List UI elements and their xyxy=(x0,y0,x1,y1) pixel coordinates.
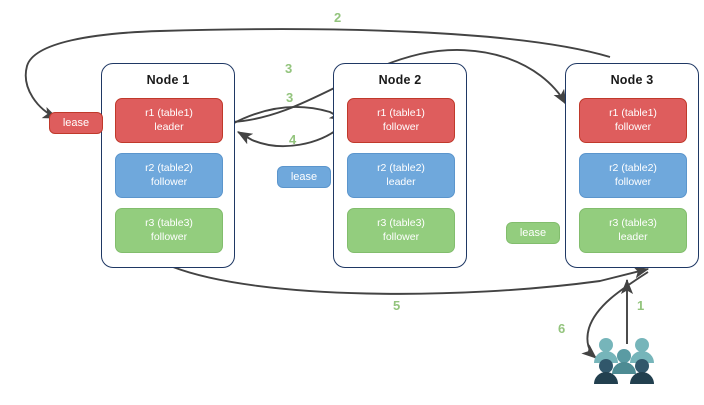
step-label-5: 5 xyxy=(393,298,401,313)
step-label-4: 4 xyxy=(289,132,297,147)
lease-badge-r3[interactable]: lease xyxy=(506,222,560,244)
node-3-replica-r3-name: r3 (table3) xyxy=(609,217,657,229)
node-1-replica-r3[interactable]: r3 (table3) follower xyxy=(115,208,223,253)
step-label-1: 1 xyxy=(637,298,645,313)
node-3-replica-r2-name: r2 (table2) xyxy=(609,162,657,174)
edge-3-replicate-node2 xyxy=(231,105,345,125)
step-label-3-upper: 3 xyxy=(285,61,293,76)
node-3-replica-r1[interactable]: r1 (table1) follower xyxy=(579,98,687,143)
node-1-replica-r1[interactable]: r1 (table1) leader xyxy=(115,98,223,143)
step-label-3-lower: 3 xyxy=(286,90,294,105)
lease-badge-r2[interactable]: lease xyxy=(277,166,331,188)
node-1-replica-r3-role: follower xyxy=(150,230,188,243)
node-1-replica-r1-name: r1 (table1) xyxy=(145,107,193,119)
node-1-replica-r3-name: r3 (table3) xyxy=(145,217,193,229)
node-3-replica-r3[interactable]: r3 (table3) leader xyxy=(579,208,687,253)
node-3-replica-r3-role: leader xyxy=(618,230,648,243)
node-1-replica-r1-role: leader xyxy=(154,120,184,133)
step-label-2: 2 xyxy=(334,10,342,25)
node-3-replica-r1-role: follower xyxy=(614,120,652,133)
node-1-replica-r2-name: r2 (table2) xyxy=(145,162,193,174)
node-2-replica-r2-name: r2 (table2) xyxy=(377,162,425,174)
node-2-title: Node 2 xyxy=(378,73,422,87)
node-2-replica-r1-name: r1 (table1) xyxy=(377,107,425,119)
node-3-title: Node 3 xyxy=(610,73,654,87)
node-2-replica-r2-role: leader xyxy=(386,175,416,188)
node-1[interactable]: Node 1 r1 (table1) leader r2 (table2) fo… xyxy=(101,63,235,268)
node-1-replica-r2[interactable]: r2 (table2) follower xyxy=(115,153,223,198)
node-3-replica-r1-name: r1 (table1) xyxy=(609,107,657,119)
node-3[interactable]: Node 3 r1 (table1) follower r2 (table2) … xyxy=(565,63,699,268)
node-3-replica-r2-role: follower xyxy=(614,175,652,188)
node-1-replica-r2-role: follower xyxy=(150,175,188,188)
node-2-replica-r3-role: follower xyxy=(382,230,420,243)
node-2-replica-r3-name: r3 (table3) xyxy=(377,217,425,229)
edge-5-request-forward xyxy=(172,266,650,295)
lease-badge-r1[interactable]: lease xyxy=(49,112,103,134)
node-2-replica-r3[interactable]: r3 (table3) follower xyxy=(347,208,455,253)
node-2-replica-r1[interactable]: r1 (table1) follower xyxy=(347,98,455,143)
step-label-6: 6 xyxy=(558,321,566,336)
clients-people-icon xyxy=(594,338,654,384)
node-2-replica-r2[interactable]: r2 (table2) leader xyxy=(347,153,455,198)
node-1-title: Node 1 xyxy=(146,73,190,87)
node-2-replica-r1-role: follower xyxy=(382,120,420,133)
node-3-replica-r2[interactable]: r2 (table2) follower xyxy=(579,153,687,198)
node-2[interactable]: Node 2 r1 (table1) follower r2 (table2) … xyxy=(333,63,467,268)
